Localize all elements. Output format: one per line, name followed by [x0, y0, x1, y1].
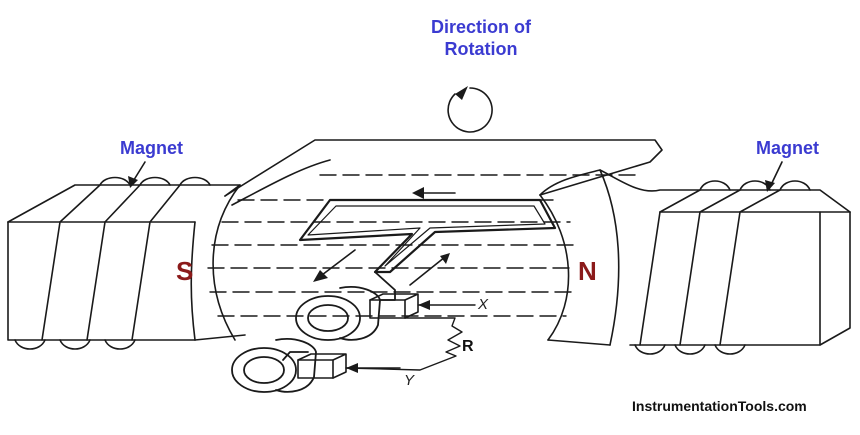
- south-pole-label: S: [176, 256, 193, 287]
- magnet-callouts: [128, 162, 782, 192]
- north-pole-label: N: [578, 256, 597, 287]
- terminal-y-label: Y: [404, 372, 414, 389]
- rotation-arrow-icon: [448, 86, 492, 132]
- direction-label-line2: Rotation: [426, 38, 536, 60]
- left-magnet: [8, 178, 240, 350]
- magnet-right-label: Magnet: [756, 138, 819, 159]
- terminal-x-label: X: [478, 296, 488, 313]
- credit-label: InstrumentationTools.com: [632, 398, 807, 414]
- direction-label: Direction of Rotation: [426, 16, 536, 60]
- armature-coil: [300, 200, 555, 272]
- left-pole-face: [191, 185, 245, 340]
- resistor-label: R: [462, 338, 474, 356]
- slip-rings: [232, 272, 395, 392]
- magnet-left-label: Magnet: [120, 138, 183, 159]
- direction-label-line1: Direction of: [426, 16, 536, 38]
- pole-shoe-top: [225, 140, 662, 205]
